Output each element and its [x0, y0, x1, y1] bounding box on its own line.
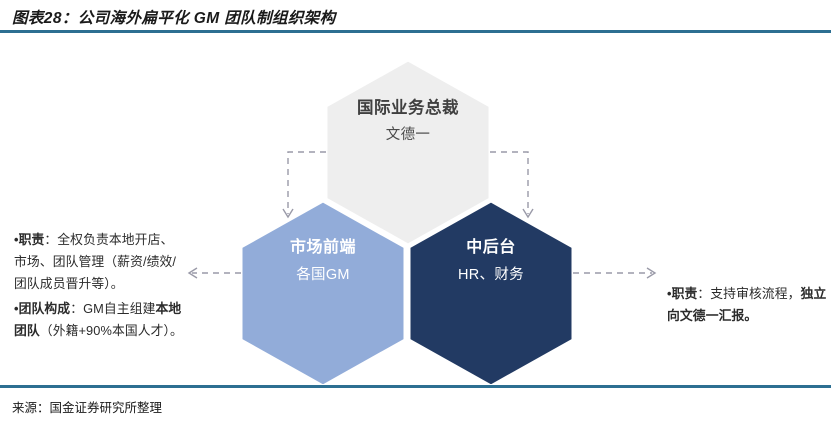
org-chart-diagram: 国际业务总裁 文德一 市场前端 各国GM 中后台 HR、财务 •职责：全权负责本…: [0, 33, 831, 384]
right-annotation-line-1: •职责：支持审核流程，独立向文德一汇报。: [667, 283, 831, 327]
left-annotation-line-1: •职责：全权负责本地开店、市场、团队管理（薪资/绩效/团队成员晋升等）。: [14, 229, 186, 295]
left-annotation-line-2: •团队构成：GM自主组建本地团队（外籍+90%本国人才）。: [14, 298, 186, 342]
right-duty-text: ：支持审核流程，: [697, 286, 801, 301]
arrowhead-top-to-right: [522, 208, 534, 219]
hexagon-graphics: [187, 58, 657, 384]
bullet-icon: •: [14, 232, 19, 247]
arrowhead-right-note: [646, 267, 657, 279]
left-team-text-b: （外籍+90%本国人才）。: [39, 323, 183, 338]
left-label-duty: 职责: [18, 232, 45, 247]
hexagon-right[interactable]: [407, 199, 575, 384]
left-label-team: 团队构成: [18, 301, 71, 316]
connector-top-to-right: [490, 151, 529, 214]
hexagon-top[interactable]: [324, 58, 492, 247]
right-annotation: •职责：支持审核流程，独立向文德一汇报。: [667, 283, 831, 330]
left-team-text-a: ：GM自主组建: [70, 301, 156, 316]
left-duty-text: ：全权负责本地开店、市场、团队管理（薪资/绩效/团队成员晋升等）。: [14, 232, 177, 291]
source-note: 来源：国金证券研究所整理: [12, 400, 163, 415]
left-team-bold: 本地团队: [14, 301, 182, 338]
connector-top-to-left: [287, 151, 326, 214]
bullet-icon: •: [14, 301, 19, 316]
bullet-icon: •: [667, 286, 672, 301]
title-divider: [0, 30, 831, 33]
right-label-duty: 职责: [671, 286, 698, 301]
page-title: 图表28：公司海外扁平化 GM 团队制组织架构: [12, 10, 336, 27]
arrowhead-top-to-left: [282, 208, 294, 219]
hexagon-left[interactable]: [239, 199, 407, 384]
right-duty-bold: 独立向文德一汇报。: [667, 286, 827, 323]
footer-divider: [0, 385, 831, 388]
arrowhead-left-note: [187, 267, 198, 279]
left-annotation: •职责：全权负责本地开店、市场、团队管理（薪资/绩效/团队成员晋升等）。 •团队…: [14, 229, 186, 345]
